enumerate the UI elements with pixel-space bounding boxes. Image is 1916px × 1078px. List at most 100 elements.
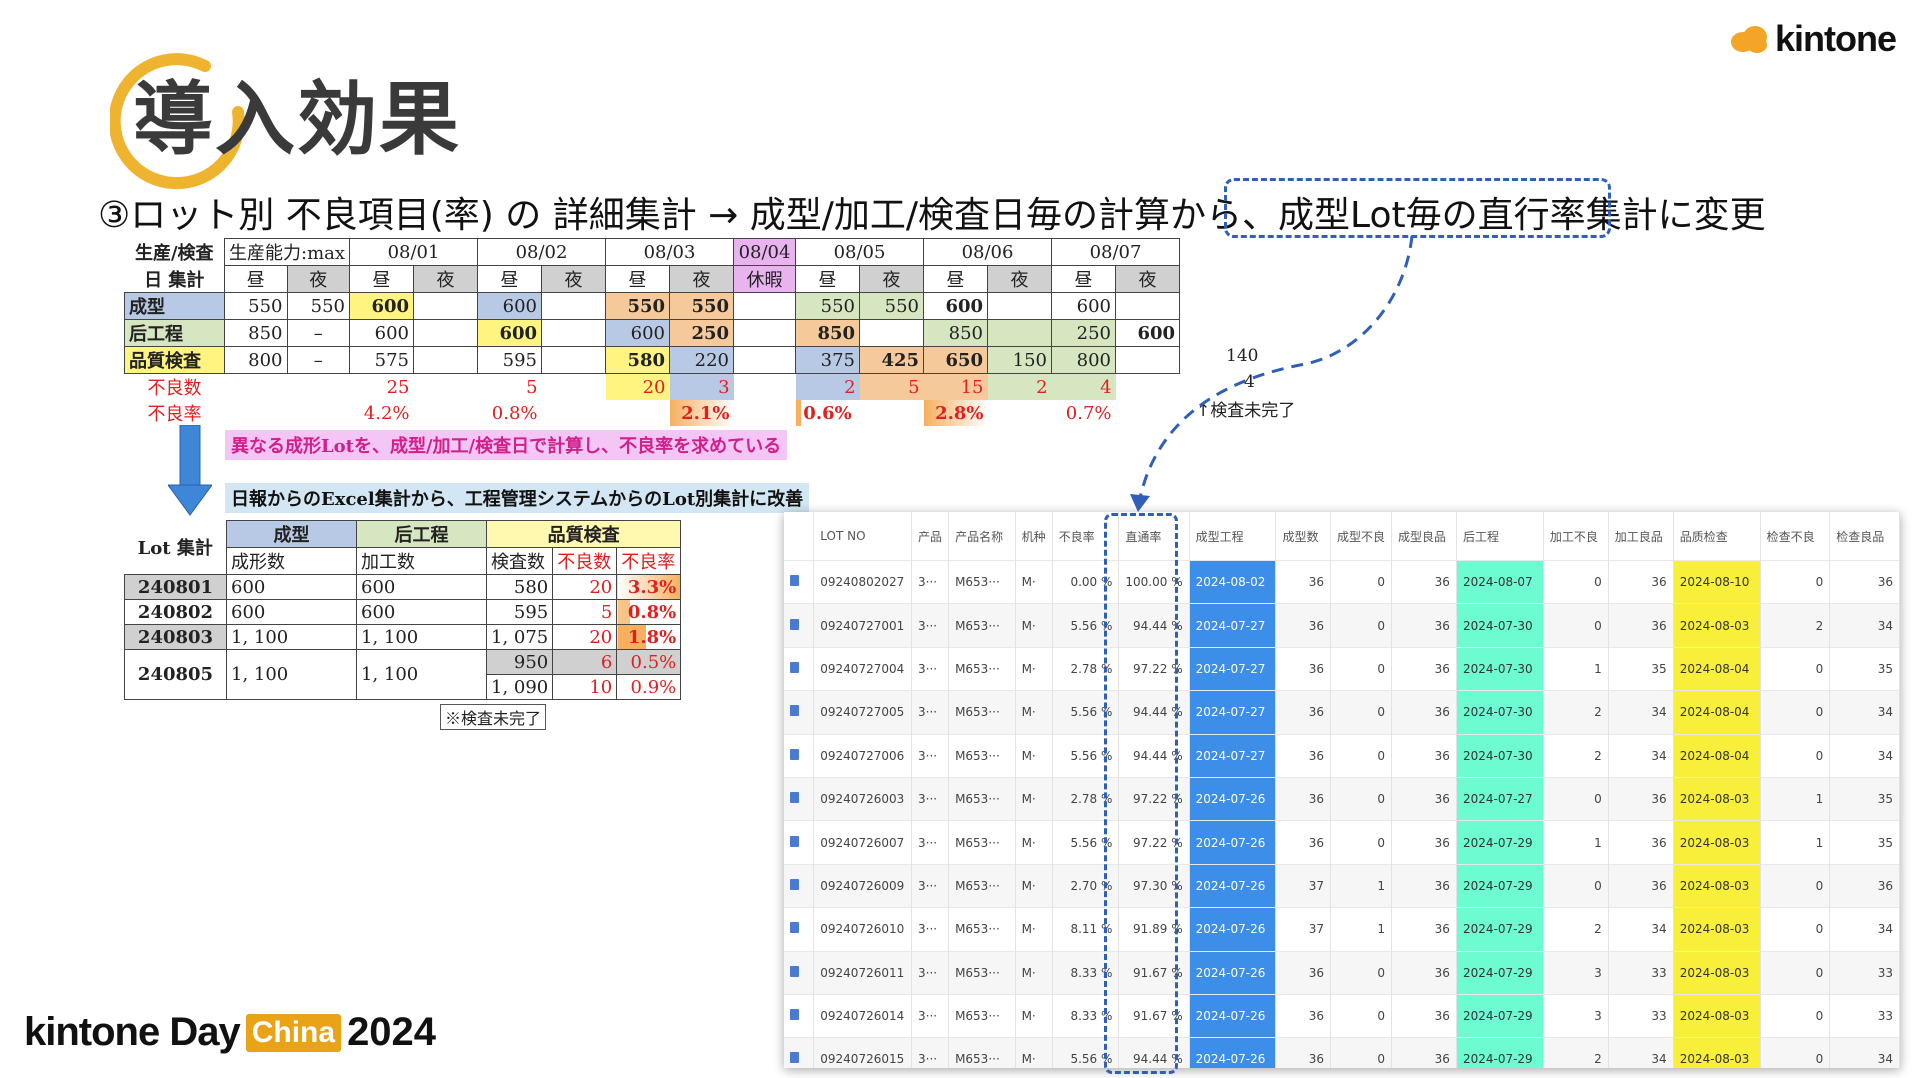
value-cell: 580: [605, 346, 671, 374]
table-cell: 36: [1391, 1037, 1457, 1068]
document-icon[interactable]: [790, 1009, 799, 1021]
record-detail-link[interactable]: [784, 907, 815, 952]
record-detail-link[interactable]: [784, 776, 815, 821]
table-cell: 33: [1608, 950, 1674, 995]
column-header[interactable]: LOT NO: [813, 512, 913, 561]
record-detail-link[interactable]: [784, 950, 815, 995]
subheader-defect-rate: 不良率: [616, 547, 682, 575]
table-cell: 1: [1330, 863, 1393, 908]
table-cell: 34: [1829, 907, 1900, 952]
table-cell: 1: [1330, 907, 1393, 952]
record-detail-link[interactable]: [784, 646, 815, 691]
table-cell: 1: [1543, 820, 1609, 865]
value-cell: [987, 319, 1053, 347]
column-header[interactable]: 品质检查: [1673, 512, 1761, 561]
table-cell: 2: [1543, 690, 1609, 735]
note-different-lots: 異なる成形Lotを、成型/加工/検査日で計算し、不良率を求めている: [225, 430, 788, 460]
column-header[interactable]: 成型数: [1275, 512, 1331, 561]
record-detail-link[interactable]: [784, 863, 815, 908]
defect-cell: 5: [859, 373, 924, 400]
column-header[interactable]: 后工程: [1456, 512, 1544, 561]
record-detail-link[interactable]: [784, 690, 815, 735]
table-cell: 0: [1760, 559, 1831, 604]
header-post-process: 后工程: [356, 520, 487, 548]
document-icon[interactable]: [790, 878, 799, 890]
column-header[interactable]: 检查良品: [1829, 512, 1900, 561]
shift-night: 夜: [669, 265, 735, 293]
document-icon[interactable]: [790, 705, 799, 717]
defect-cell: 25: [386, 376, 410, 398]
subtitle-tail: に変更: [1657, 195, 1766, 236]
subtitle-lead: ③ロット別 不良項目(率) の 詳細集計 → 成型/加工/検査日毎の計算から、: [98, 195, 1279, 236]
document-icon[interactable]: [790, 661, 799, 673]
value-cell: 600: [923, 292, 989, 320]
rate-cell: 0.6%: [795, 400, 860, 426]
table-cell: 2024-08-04: [1673, 690, 1761, 735]
column-header[interactable]: 成型良品: [1391, 512, 1457, 561]
defect-count: 10: [552, 674, 618, 700]
value-cell: 600: [605, 319, 671, 347]
capacity-cell: 800: [224, 346, 288, 374]
column-header[interactable]: 加工不良: [1543, 512, 1609, 561]
table-cell: 1: [1543, 646, 1609, 691]
column-header[interactable]: 产品: [911, 512, 950, 561]
table-cell: M653···: [948, 907, 1016, 952]
processed-count: 1, 100: [356, 649, 487, 700]
daily-summary-table: 生産/検査 生産能力:max 08/01 08/02 08/03 08/04 0…: [124, 238, 1181, 426]
holiday-label: 休暇: [733, 265, 797, 293]
table-cell: 36: [1391, 993, 1457, 1038]
record-detail-link[interactable]: [784, 993, 815, 1038]
shift-day: 昼: [477, 265, 543, 293]
defect-count: 20: [552, 574, 618, 600]
column-header[interactable]: 成型不良: [1330, 512, 1393, 561]
defect-count: 6: [552, 649, 618, 675]
table-cell: 09240726007: [813, 820, 913, 865]
table-cell: 2024-07-26: [1189, 1037, 1277, 1068]
column-header[interactable]: 加工良品: [1608, 512, 1674, 561]
subtitle-boxed: 成型Lot毎の直行率集計: [1278, 195, 1658, 236]
processed-count: 1, 100: [356, 624, 487, 650]
document-icon[interactable]: [790, 792, 799, 804]
shift-night: 夜: [541, 265, 607, 293]
table-cell: 2024-07-26: [1189, 776, 1277, 821]
table-cell: 0: [1543, 603, 1609, 648]
table-cell: 34: [1829, 1037, 1900, 1068]
column-header[interactable]: 机种: [1015, 512, 1053, 561]
table-cell: 36: [1275, 950, 1331, 995]
document-icon[interactable]: [790, 922, 799, 934]
document-icon[interactable]: [790, 835, 799, 847]
record-detail-link[interactable]: [784, 603, 815, 648]
column-header[interactable]: 不良率: [1052, 512, 1120, 561]
table-cell: 36: [1391, 950, 1457, 995]
document-icon[interactable]: [790, 965, 799, 977]
column-header[interactable]: 产品名称: [948, 512, 1016, 561]
table-cell: 09240726014: [813, 993, 913, 1038]
record-detail-link[interactable]: [784, 559, 815, 604]
column-header[interactable]: 检查不良: [1760, 512, 1831, 561]
record-detail-link[interactable]: [784, 1037, 815, 1068]
column-header[interactable]: [784, 512, 815, 561]
table-cell: 1: [1760, 820, 1831, 865]
document-icon[interactable]: [790, 1052, 799, 1064]
table-cell: 36: [1391, 863, 1457, 908]
record-detail-link[interactable]: [784, 733, 815, 778]
document-icon[interactable]: [790, 748, 799, 760]
record-detail-link[interactable]: [784, 820, 815, 865]
column-header[interactable]: 成型工程: [1189, 512, 1277, 561]
table-cell: 09240726010: [813, 907, 913, 952]
document-icon[interactable]: [790, 575, 799, 587]
document-icon[interactable]: [790, 618, 799, 630]
value-cell: [413, 346, 479, 374]
